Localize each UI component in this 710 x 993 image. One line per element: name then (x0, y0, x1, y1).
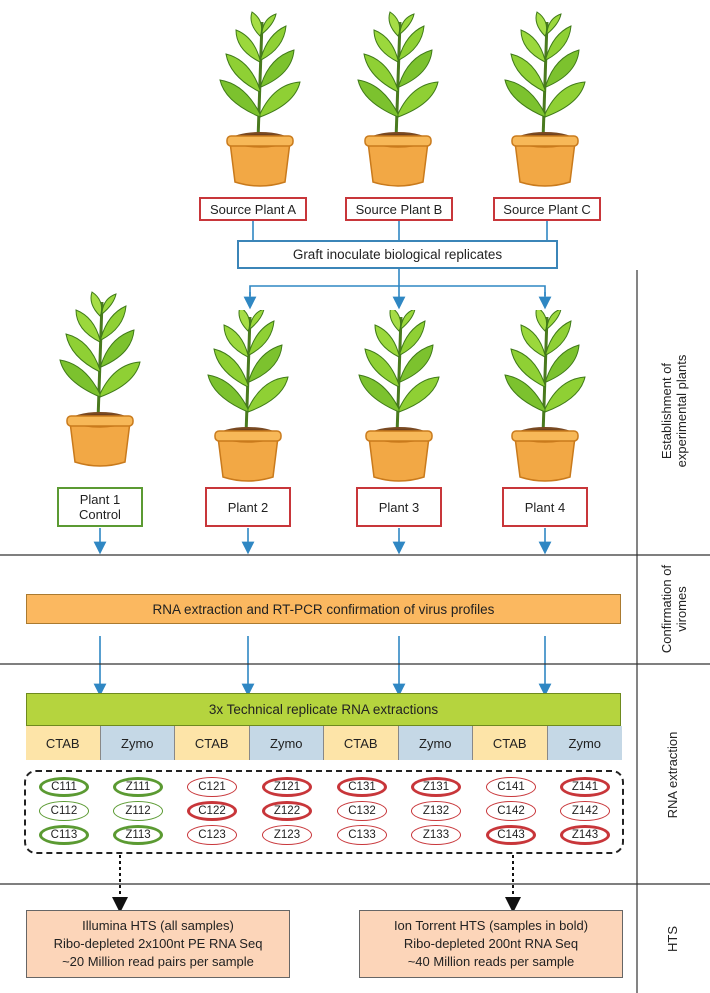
stage-establishment-line1: Establishment of (659, 362, 674, 460)
stage-confirmation-line1: Confirmation of (659, 564, 674, 654)
sample-oval: C141 (486, 777, 536, 797)
sample-oval: C133 (337, 825, 387, 845)
stage-confirmation-label: Confirmation of viromes (657, 549, 691, 669)
sample-oval: C113 (39, 825, 89, 845)
stage-establishment-label: Establishment of experimental plants (657, 331, 691, 491)
sample-oval: Z142 (560, 801, 610, 821)
plant-3-image (357, 310, 441, 483)
sample-oval: C142 (486, 801, 536, 821)
sample-oval: C111 (39, 777, 89, 797)
plant-1-name: Plant 1 (79, 492, 121, 507)
plant-1-label: Plant 1 Control (57, 487, 143, 527)
sample-oval: Z111 (113, 777, 163, 797)
stage-establishment-line2: experimental plants (674, 354, 689, 468)
sample-oval: C122 (187, 801, 237, 821)
plant-1-control: Control (79, 507, 121, 522)
stage-confirmation-line2: viromes (674, 586, 689, 632)
method-cell: CTAB (26, 726, 101, 760)
sample-oval: C132 (337, 801, 387, 821)
method-cell: Zymo (249, 726, 324, 760)
rna-confirm-bar: RNA extraction and RT-PCR confirmation o… (26, 594, 621, 624)
sample-oval: C143 (486, 825, 536, 845)
illumina-hts-box: Illumina HTS (all samples) Ribo-depleted… (26, 910, 290, 978)
source-plant-a-label: Source Plant A (199, 197, 307, 221)
graft-inoculate-box: Graft inoculate biological replicates (237, 240, 558, 269)
sample-oval: Z123 (262, 825, 312, 845)
plant-1-image (58, 290, 142, 468)
sample-oval: C121 (187, 777, 237, 797)
plant-2-label: Plant 2 (205, 487, 291, 527)
method-cell: Zymo (100, 726, 175, 760)
plant-2-image (206, 310, 290, 483)
ion-torrent-hts-box: Ion Torrent HTS (samples in bold) Ribo-d… (359, 910, 623, 978)
sample-oval: Z122 (262, 801, 312, 821)
method-cell: Zymo (398, 726, 473, 760)
ion-title: Ion Torrent HTS (samples in bold) (393, 918, 589, 933)
samples-dashed-box (24, 770, 624, 854)
sample-oval: Z141 (560, 777, 610, 797)
ion-method: Ribo-depleted 200nt RNA Seq (403, 936, 579, 951)
sample-oval: Z133 (411, 825, 461, 845)
source-plant-b-label: Source Plant B (345, 197, 453, 221)
sample-oval: Z131 (411, 777, 461, 797)
sample-oval: Z132 (411, 801, 461, 821)
illumina-depth: ~20 Million read pairs per sample (62, 954, 254, 969)
sample-oval: Z112 (113, 801, 163, 821)
sample-oval: C112 (39, 801, 89, 821)
illumina-method: Ribo-depleted 2x100nt PE RNA Seq (53, 936, 263, 951)
method-cell: CTAB (175, 726, 250, 760)
method-cell: CTAB (473, 726, 548, 760)
ion-depth: ~40 Million reads per sample (407, 954, 575, 969)
stage-hts-label: HTS (665, 926, 680, 952)
method-cell: Zymo (547, 726, 622, 760)
sample-oval: C131 (337, 777, 387, 797)
method-cell: CTAB (324, 726, 399, 760)
sample-oval: Z121 (262, 777, 312, 797)
illumina-title: Illumina HTS (all samples) (82, 918, 234, 933)
stage-rna-extraction-label: RNA extraction (665, 731, 680, 819)
plant-4-image (503, 310, 587, 483)
sample-oval: Z143 (560, 825, 610, 845)
source-plant-c-label: Source Plant C (493, 197, 601, 221)
plant-4-label: Plant 4 (502, 487, 588, 527)
sample-oval: C123 (187, 825, 237, 845)
technical-replicate-bar: 3x Technical replicate RNA extractions (26, 693, 621, 726)
sample-oval: Z113 (113, 825, 163, 845)
plant-3-label: Plant 3 (356, 487, 442, 527)
